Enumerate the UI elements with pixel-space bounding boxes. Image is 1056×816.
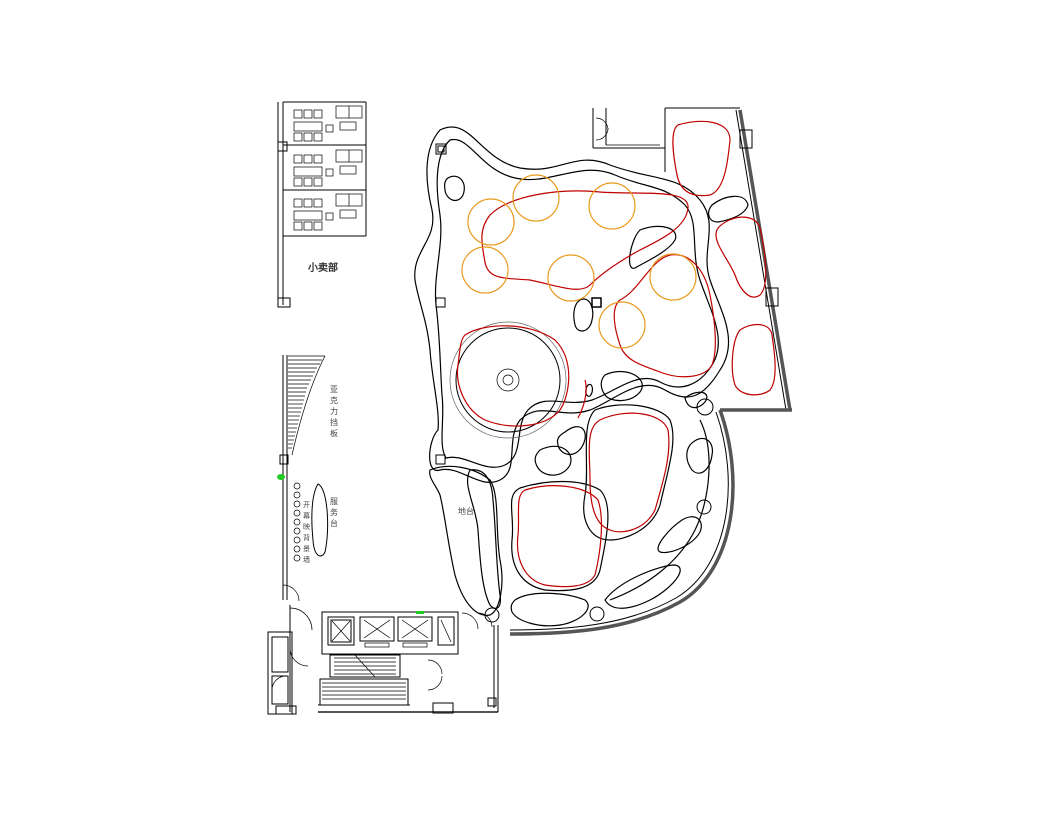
shop-label: 小卖部 — [307, 261, 338, 274]
svg-text:开: 开 — [303, 501, 310, 509]
shop-block: 小卖部 — [277, 101, 367, 308]
service-desk-label: 服 务 台 — [330, 497, 338, 528]
svg-text:台: 台 — [330, 518, 338, 528]
shelf-row-1 — [293, 105, 363, 142]
green-marker — [277, 474, 285, 480]
central-round-feature — [449, 321, 567, 439]
rockwork-outlines — [414, 126, 749, 627]
svg-text:力: 力 — [330, 406, 338, 416]
main-hall-walls — [484, 107, 792, 636]
left-corridor — [277, 355, 329, 602]
svg-text:幕: 幕 — [303, 511, 310, 520]
core-block — [267, 605, 499, 715]
svg-text:服: 服 — [330, 497, 338, 506]
shelf-row-2 — [293, 149, 363, 187]
acrylic-board-label: 亚 克 力 挡 板 — [330, 385, 338, 438]
svg-text:克: 克 — [330, 396, 338, 405]
svg-text:板: 板 — [330, 428, 338, 438]
orange-circles — [461, 174, 697, 349]
svg-text:背: 背 — [303, 533, 310, 542]
service-desk — [311, 483, 329, 557]
acrylic-board-hatch — [288, 355, 326, 456]
svg-text:墙: 墙 — [303, 555, 310, 564]
svg-text:挡: 挡 — [330, 417, 338, 427]
svg-text:务: 务 — [330, 507, 338, 517]
lamp-column — [293, 482, 301, 562]
svg-text:景: 景 — [303, 545, 310, 553]
projection-wall-label: 开 幕 映 背 景 墙 — [303, 501, 310, 564]
platform-label: 地台 — [458, 506, 474, 516]
svg-text:映: 映 — [303, 522, 310, 531]
red-zone-outlines — [456, 120, 776, 588]
shelf-row-3 — [293, 193, 363, 231]
green-marker-2 — [416, 611, 424, 614]
svg-text:亚: 亚 — [330, 385, 338, 394]
